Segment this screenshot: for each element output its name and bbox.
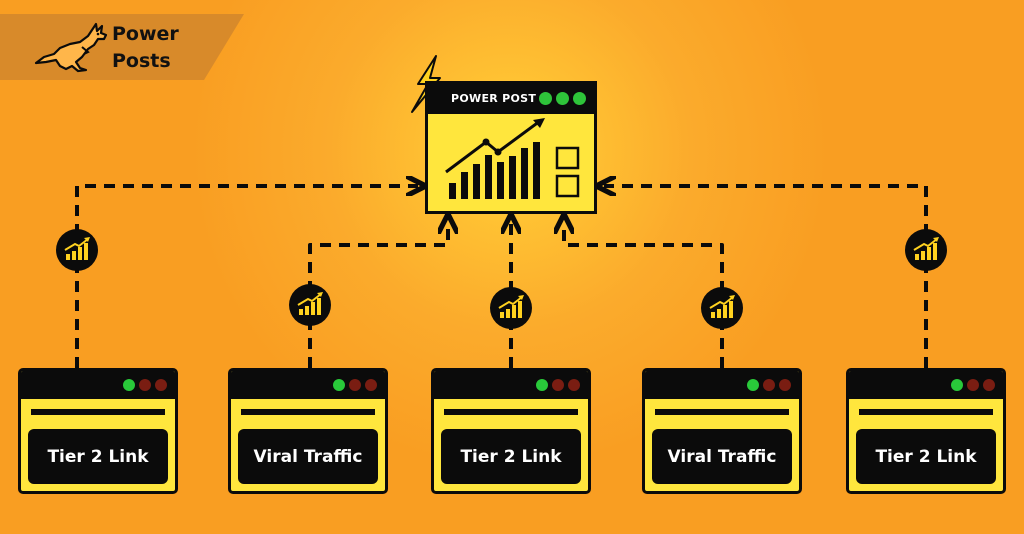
window-dot-green (573, 92, 586, 105)
window-controls (333, 379, 377, 391)
power-post-window: POWER POST (425, 81, 597, 214)
card-divider (31, 409, 165, 415)
kangaroo-icon (34, 22, 108, 73)
checkbox-icon (555, 146, 580, 170)
window-dot-red (139, 379, 151, 391)
card-title-bar (231, 371, 385, 399)
growth-badge-icon (701, 287, 743, 329)
growth-badge-icon (56, 229, 98, 271)
brand-line-2: Posts (112, 50, 171, 72)
card-label: Tier 2 Link (875, 446, 977, 467)
growth-badge-icon (490, 287, 532, 329)
source-card-tier2-link-1: Tier 2 Link (18, 368, 178, 494)
window-controls (539, 92, 586, 105)
card-divider (241, 409, 375, 415)
card-title-bar (645, 371, 799, 399)
source-card-viral-traffic-1: Viral Traffic (228, 368, 388, 494)
card-label-box: Viral Traffic (652, 429, 792, 484)
window-controls (123, 379, 167, 391)
card-divider (655, 409, 789, 415)
connector-line-5 (604, 186, 928, 368)
card-title-bar (21, 371, 175, 399)
card-label-box: Tier 2 Link (28, 429, 168, 484)
card-title-bar (849, 371, 1003, 399)
card-label: Tier 2 Link (460, 446, 562, 467)
source-card-tier2-link-2: Tier 2 Link (431, 368, 591, 494)
window-controls (536, 379, 580, 391)
window-dot-green (536, 379, 548, 391)
card-label: Viral Traffic (253, 446, 363, 467)
connector-line-4 (564, 222, 724, 368)
card-divider (859, 409, 993, 415)
source-card-tier2-link-3: Tier 2 Link (846, 368, 1006, 494)
card-divider (444, 409, 578, 415)
brand-line-1: Power (112, 23, 179, 45)
window-dot-red (568, 379, 580, 391)
connector-line-1 (75, 186, 418, 368)
source-card-viral-traffic-2: Viral Traffic (642, 368, 802, 494)
window-dot-red (552, 379, 564, 391)
window-dot-green (556, 92, 569, 105)
window-dot-green (123, 379, 135, 391)
growth-badge-icon (289, 284, 331, 326)
power-post-title: POWER POST (451, 92, 537, 105)
checkbox-icon (555, 174, 580, 198)
window-dot-green (951, 379, 963, 391)
power-post-title-bar: POWER POST (428, 84, 594, 114)
card-title-bar (434, 371, 588, 399)
card-label-box: Tier 2 Link (441, 429, 581, 484)
brand-name: Power Posts (112, 21, 222, 75)
window-dot-red (349, 379, 361, 391)
window-dot-red (967, 379, 979, 391)
window-dot-green (333, 379, 345, 391)
window-dot-red (155, 379, 167, 391)
card-label: Viral Traffic (667, 446, 777, 467)
card-label-box: Viral Traffic (238, 429, 378, 484)
card-label-box: Tier 2 Link (856, 429, 996, 484)
window-dot-green (539, 92, 552, 105)
window-dot-red (365, 379, 377, 391)
card-label: Tier 2 Link (47, 446, 149, 467)
window-dot-red (763, 379, 775, 391)
window-controls (951, 379, 995, 391)
window-dot-green (747, 379, 759, 391)
growth-chart-icon (445, 118, 545, 199)
growth-badge-icon (905, 229, 947, 271)
window-dot-red (779, 379, 791, 391)
window-dot-red (983, 379, 995, 391)
window-controls (747, 379, 791, 391)
